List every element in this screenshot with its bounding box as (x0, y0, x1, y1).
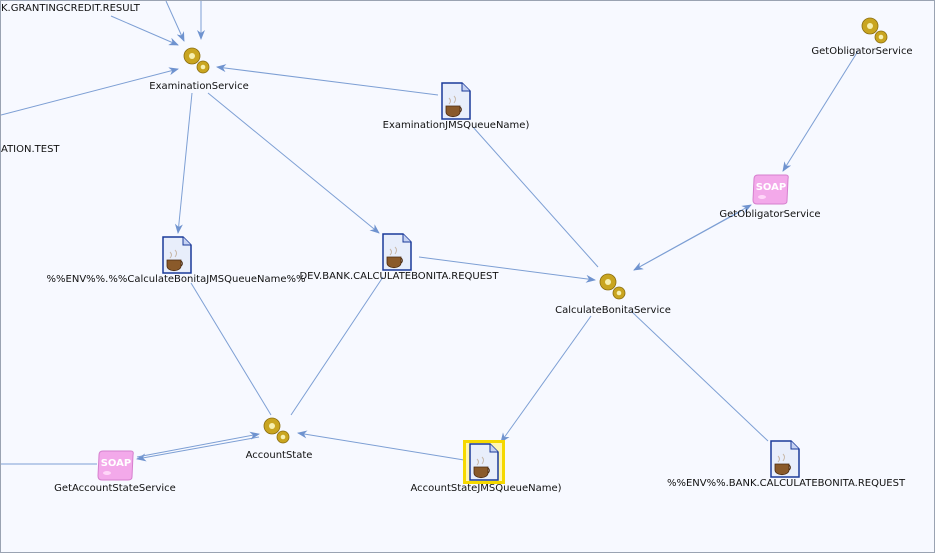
gears-icon (599, 273, 626, 300)
node-label-examination-test: ATION.TEST (1, 144, 60, 155)
node-label: ExaminationService (149, 81, 249, 92)
edge-examqueue-to-calcbonita (472, 126, 599, 268)
node-label: AccountState (245, 450, 313, 461)
node-label: %%ENV%%.%%CalculateBonitaJMSQueueName%% (46, 274, 306, 285)
node-label: ExaminationJMSQueueName) (382, 120, 530, 131)
edge-accountqueue-to-accountstate (297, 430, 465, 461)
jms-queue-icon (463, 440, 505, 484)
edge-top-line-1 (165, 1, 185, 42)
gears-icon (263, 417, 290, 444)
edge-getobligator-top-to-soap (782, 50, 859, 172)
edge-calcqueue-env-to-accountstate (190, 282, 272, 416)
edge-soap-to-calcbonita (633, 210, 742, 271)
node-label: GetAccountStateService (54, 483, 176, 494)
edge-getaccountsoap-to-accountstate (136, 431, 260, 458)
edge-accountstate-to-getaccountsoap (136, 436, 260, 462)
node-label: AccountStateJMSQueueName) (410, 483, 562, 494)
edge-calcbonita-to-env-request (630, 310, 769, 442)
jms-queue-icon (382, 233, 412, 271)
node-label: GetObligatorService (811, 46, 913, 57)
edge-test-to-examination (1, 67, 179, 116)
node-label: %%ENV%%.BANK.CALCULATEBONITA.REQUEST (666, 478, 906, 489)
node-label-granting-result: K.GRANTINGCREDIT.RESULT (1, 3, 140, 14)
edge-queue-to-examination (216, 64, 439, 96)
node-label: DEV.BANK.CALCULATEBONITA.REQUEST (299, 271, 499, 282)
jms-queue-icon (162, 236, 192, 274)
soap-icon-text: SOAP (756, 182, 787, 193)
jms-queue-icon (441, 82, 471, 120)
node-label: GetObligatorService (719, 209, 821, 220)
soap-icon: SOAP (97, 450, 134, 481)
gears-icon (861, 17, 888, 44)
edge-examination-to-dev-request (207, 92, 380, 234)
edge-calcbonita-to-accountqueue (500, 315, 592, 443)
node-label: CalculateBonitaService (555, 305, 671, 316)
soap-icon-text: SOAP (101, 458, 132, 469)
edge-granting-to-examination (110, 15, 179, 46)
gears-icon (183, 47, 210, 74)
jms-queue-icon (770, 440, 800, 478)
edge-devrequest-to-calcbonita (418, 256, 596, 283)
edge-devrequest-to-accountstate (290, 276, 384, 416)
edge-examination-to-calcqueue-env (174, 92, 193, 234)
soap-icon: SOAP (752, 174, 789, 205)
